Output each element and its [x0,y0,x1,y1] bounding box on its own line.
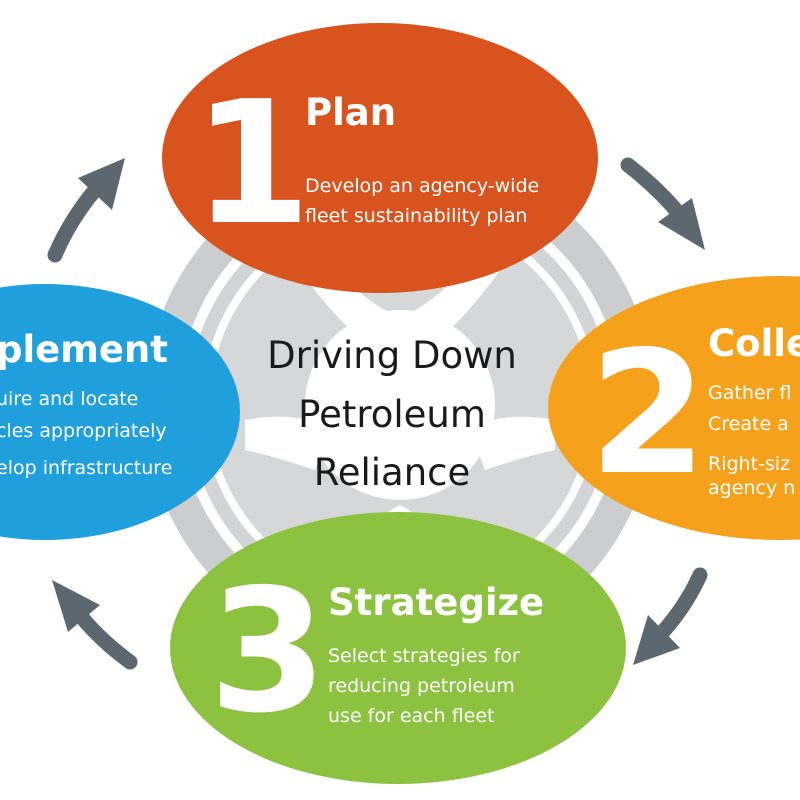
step-implement-ellipse [0,284,240,540]
step-strategize-line-3: use for each fleet [328,705,495,727]
step-collect-line-2: Create a [708,413,789,435]
step-strategize: 3 Strategize Select strategies for reduc… [170,512,626,784]
step-collect: 2 Colle Gather fl Create a Right-siz age… [548,276,800,540]
step-implement: plement uire and locate cles appropriate… [0,284,240,540]
step-strategize-number: 3 [209,553,327,751]
step-collect-number: 2 [589,315,707,513]
step-plan-title: Plan [305,91,396,134]
center-line-2: Petroleum [298,393,486,436]
step-collect-line-1: Gather fl [708,382,791,404]
step-implement-title: plement [0,328,168,371]
step-plan-number: 1 [193,65,311,263]
step-plan: 1 Plan Develop an agency-wide fleet sust… [162,23,598,293]
wheel-graphic [145,150,655,660]
step-strategize-ellipse [170,512,626,784]
step-implement-line-3: elop infrastructure [0,457,172,479]
step-strategize-line-1: Select strategies for [328,645,520,667]
step-collect-ellipse [548,276,800,540]
step-collect-title: Colle [708,322,800,365]
wheel-hub [305,310,495,500]
center-title: Driving Down Petroleum Reliance [267,334,517,494]
cycle-arrows [47,157,708,670]
arrow-bottom-right-icon [633,567,708,665]
arrow-top-left-icon [47,158,125,263]
step-implement-line-2: cles appropriately [0,420,167,442]
step-collect-line-4: agency n [708,477,795,499]
step-plan-line-1: Develop an agency-wide [305,175,539,197]
center-line-1: Driving Down [267,334,517,377]
center-line-3: Reliance [314,451,471,494]
step-strategize-title: Strategize [328,581,544,624]
arrow-top-right-icon [620,157,705,250]
arrow-bottom-left-icon [52,580,138,670]
step-plan-ellipse [162,23,598,293]
step-plan-line-2: fleet sustainability plan [305,205,527,227]
step-implement-line-1: uire and locate [0,388,138,410]
step-strategize-line-2: reducing petroleum [328,675,515,697]
step-collect-line-3: Right-siz [708,453,790,475]
